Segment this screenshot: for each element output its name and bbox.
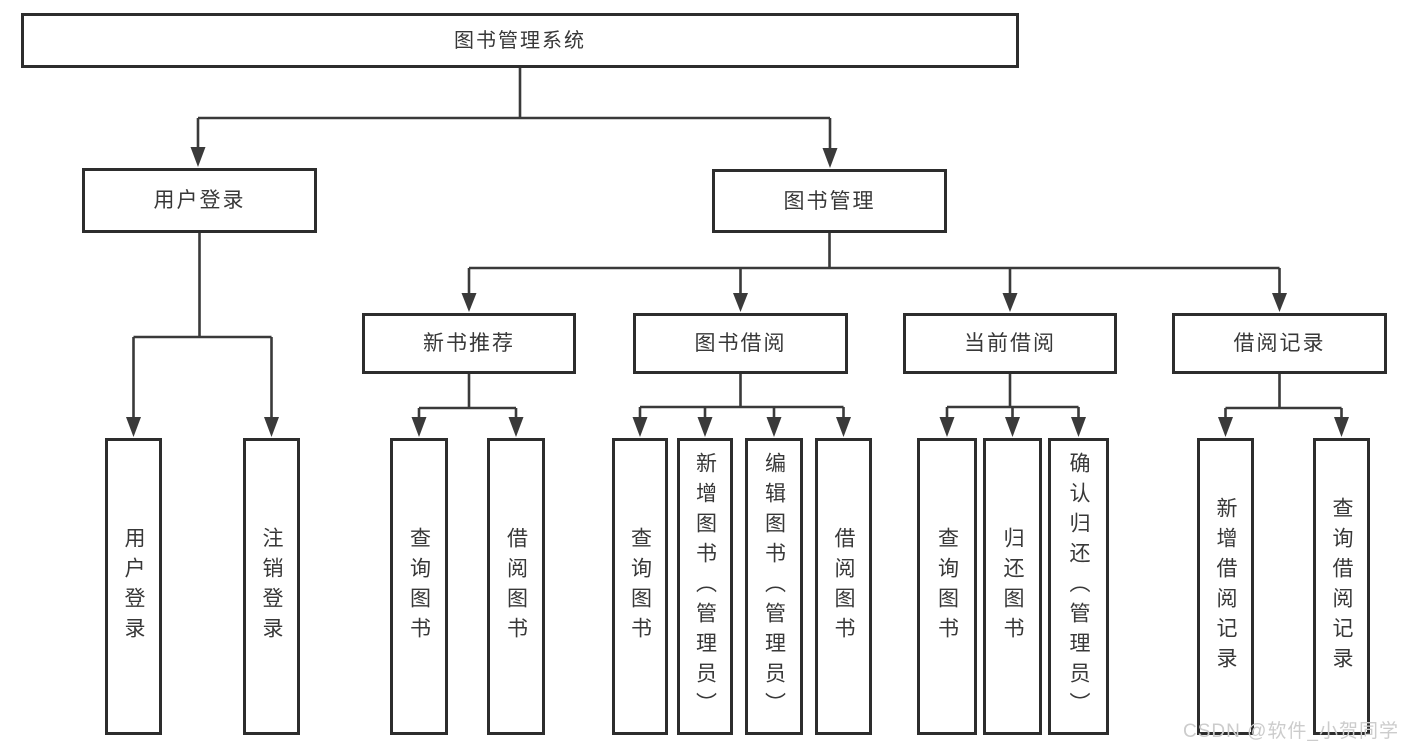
leaf-query-books-current-label: 查询图书 [935, 526, 959, 647]
leaf-query-books-borrowing-label: 查询图书 [628, 526, 652, 647]
node-library-system-label: 图书管理系统 [454, 29, 586, 52]
leaf-borrow-books-recommend: 借阅图书 [487, 438, 545, 735]
csdn-watermark: CSDN @软件_小贺同学 [1183, 721, 1399, 742]
leaf-user-login-label: 用户登录 [122, 526, 145, 647]
node-user-login-label: 用户登录 [153, 189, 246, 212]
leaf-add-books-admin-label: 新增图书（管理员） [693, 451, 717, 722]
leaf-user-login: 用户登录 [105, 438, 162, 735]
leaf-return-books: 归还图书 [983, 438, 1042, 735]
leaf-edit-books-admin-label: 编辑图书（管理员） [762, 451, 786, 722]
leaf-add-borrow-record-label: 新增借阅记录 [1214, 496, 1237, 677]
leaf-query-books-borrowing: 查询图书 [612, 438, 668, 735]
node-user-login: 用户登录 [82, 168, 317, 233]
node-borrowing-records-label: 借阅记录 [1233, 332, 1326, 355]
leaf-logout-login: 注销登录 [243, 438, 300, 735]
node-book-management-label: 图书管理 [783, 189, 876, 213]
node-new-book-recommend: 新书推荐 [362, 313, 576, 374]
node-current-borrowing: 当前借阅 [903, 313, 1117, 374]
leaf-query-books-recommend: 查询图书 [390, 438, 448, 735]
leaf-borrow-books-borrowing-label: 借阅图书 [832, 526, 855, 647]
arrowhead-icons [126, 147, 1349, 437]
leaf-edit-books-admin: 编辑图书（管理员） [745, 438, 803, 735]
node-book-borrowing-label: 图书借阅 [694, 332, 787, 355]
leaf-query-borrow-record-label: 查询借阅记录 [1330, 496, 1353, 677]
leaf-return-books-label: 归还图书 [1001, 526, 1024, 647]
node-book-borrowing: 图书借阅 [633, 313, 848, 374]
leaf-add-borrow-record: 新增借阅记录 [1197, 438, 1254, 735]
leaf-query-books-current: 查询图书 [917, 438, 977, 735]
node-borrowing-records: 借阅记录 [1172, 313, 1387, 374]
leaf-confirm-return-admin-label: 确认归还（管理员） [1067, 451, 1090, 722]
node-current-borrowing-label: 当前借阅 [964, 332, 1056, 355]
leaf-borrow-books-borrowing: 借阅图书 [815, 438, 872, 735]
node-new-book-recommend-label: 新书推荐 [423, 332, 515, 355]
node-library-system: 图书管理系统 [21, 13, 1019, 68]
leaf-confirm-return-admin: 确认归还（管理员） [1048, 438, 1109, 735]
node-book-management: 图书管理 [712, 169, 947, 233]
leaf-query-borrow-record: 查询借阅记录 [1313, 438, 1370, 735]
leaf-query-books-recommend-label: 查询图书 [407, 526, 431, 647]
leaf-add-books-admin: 新增图书（管理员） [677, 438, 733, 735]
leaf-logout-login-label: 注销登录 [260, 526, 283, 647]
leaf-borrow-books-recommend-label: 借阅图书 [504, 526, 528, 647]
